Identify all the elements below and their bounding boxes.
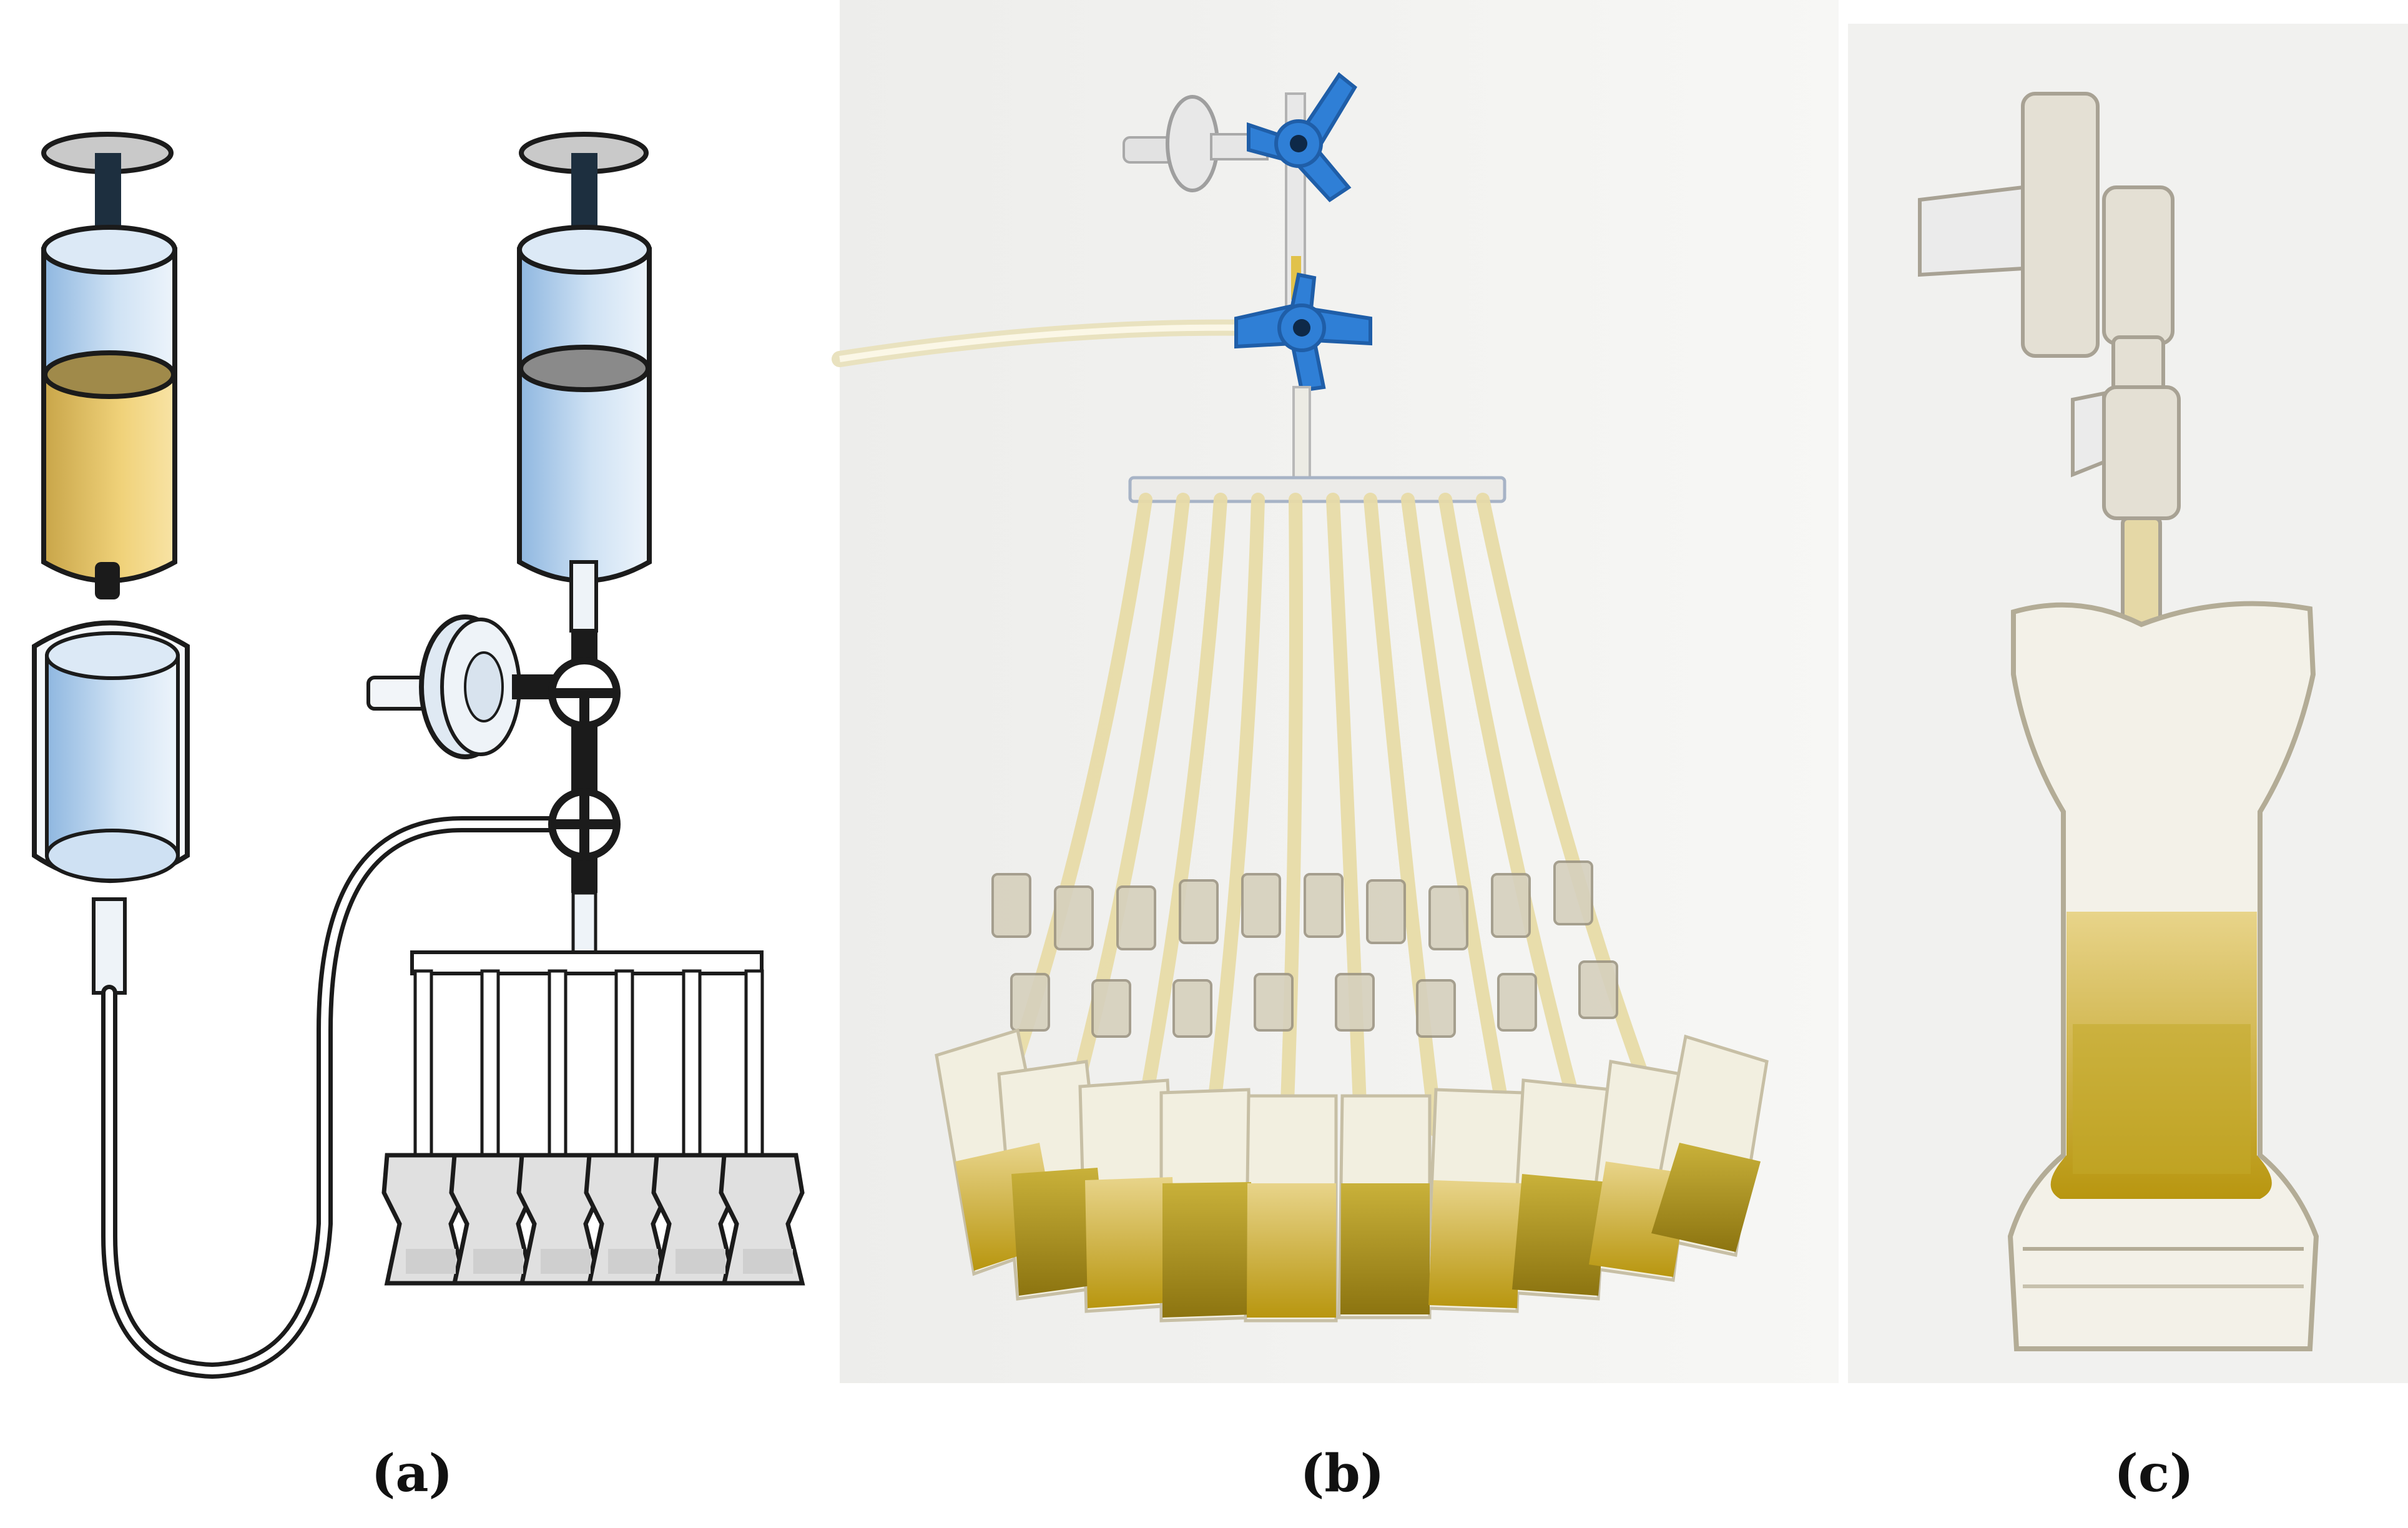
right-plunger-seal [518, 345, 651, 392]
left-plunger-seal [42, 350, 176, 399]
caption-b: (b) [1300, 1444, 1385, 1504]
stopcock-manifold [512, 631, 621, 957]
single-bag [2007, 601, 2319, 1351]
panel-a [32, 132, 805, 1379]
caption-c: (c) [2114, 1444, 2194, 1504]
photo-connectors [991, 860, 1618, 1038]
right-syringe-barrel [517, 247, 652, 583]
left-syringe-tip [95, 562, 120, 599]
left-syringe [41, 132, 177, 599]
syringe-filter [366, 614, 521, 759]
left-syringe-fluid [45, 375, 174, 583]
panel-b [832, 0, 1839, 1383]
single-bag-connectors [1918, 92, 2181, 645]
left-reservoir [32, 620, 190, 995]
distribution-manifold [410, 950, 764, 1173]
photo-stopcock-lower [1234, 272, 1372, 393]
caption-a: (a) [371, 1444, 453, 1504]
panel-c [1848, 24, 2408, 1383]
photo-bag-row [935, 1028, 1769, 1323]
right-syringe [517, 132, 652, 633]
